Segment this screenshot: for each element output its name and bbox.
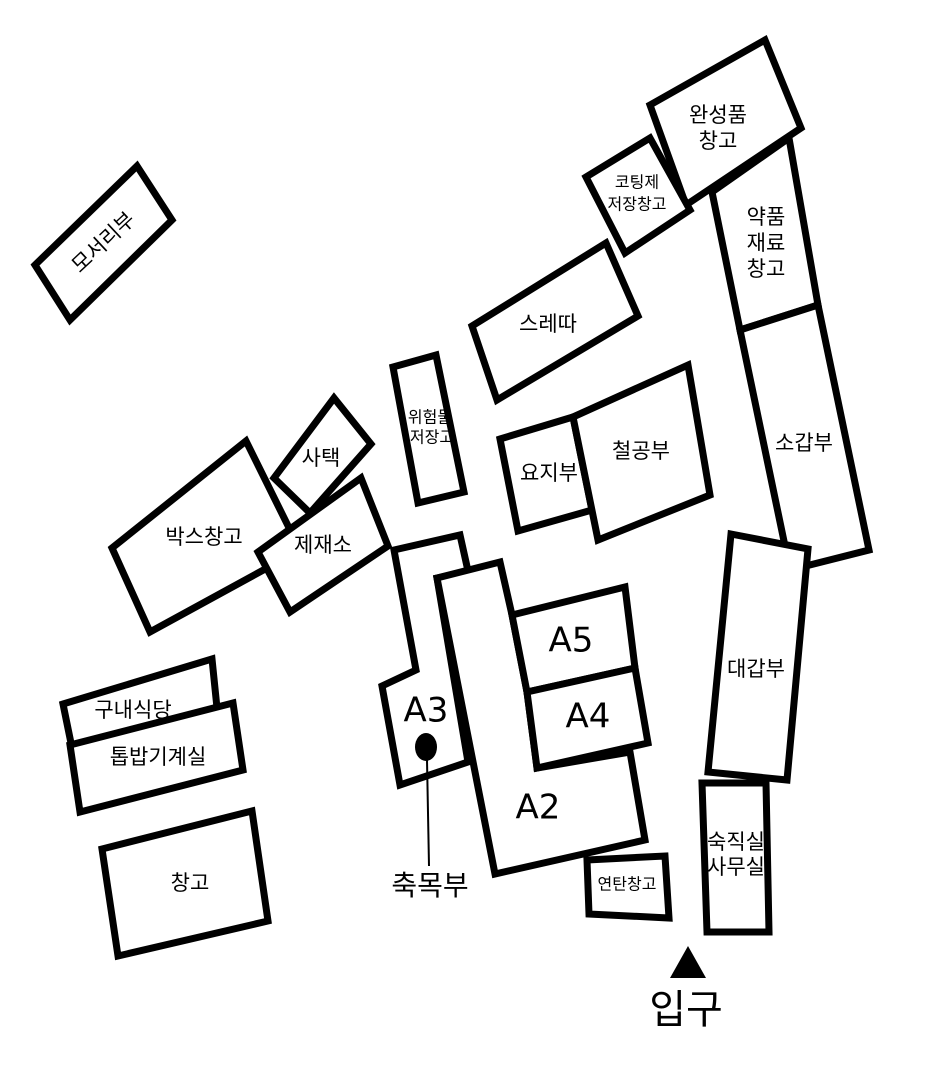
building-sawdust-machine-room: 톱밥기계실 — [66, 698, 247, 817]
building-a2-label: A2 — [516, 788, 561, 828]
building-a4-label: A4 — [566, 697, 611, 737]
chukmok-marker: 축목부 — [391, 733, 469, 902]
chukmok-dot-icon — [415, 733, 437, 761]
building-yoji: 요지부 — [495, 412, 597, 536]
building-sawdust-label: 톱밥기계실 — [110, 745, 207, 769]
building-box-storage: 박스창고 — [107, 435, 305, 637]
building-sogap-label: 소갑부 — [775, 431, 833, 455]
building-sredda-label: 스레따 — [519, 312, 577, 336]
chukmok-label: 축목부 — [391, 869, 468, 902]
building-yoji-label: 요지부 — [520, 461, 578, 485]
building-daegap-label: 대갑부 — [727, 657, 785, 681]
building-yakpum-label-3: 창고 — [747, 257, 786, 281]
building-ironworks-label: 철공부 — [612, 439, 670, 463]
building-satek: 사택 — [269, 392, 376, 519]
building-warehouse-label: 창고 — [171, 871, 210, 895]
building-yakpum-label-2: 재료 — [747, 231, 786, 255]
building-a5: A5 — [507, 582, 639, 697]
building-hazmat-label-2: 저장고 — [410, 428, 454, 447]
chukmok-leader-line — [426, 759, 430, 867]
building-hazmat-label-1: 위험물 — [408, 408, 452, 427]
building-a5-label: A5 — [549, 621, 594, 661]
building-daegap: 대갑부 — [704, 529, 812, 784]
building-wansungpum-label-2: 창고 — [699, 129, 738, 153]
building-yakpum-label-1: 약품 — [747, 205, 786, 229]
building-briquette-storage: 연탄창고 — [583, 852, 673, 922]
building-box-storage-label: 박스창고 — [165, 525, 242, 549]
building-hazmat-storage: 위험물 저장고 — [388, 350, 469, 508]
building-coating-storage: 코팅제 저장창고 — [581, 133, 695, 259]
building-a4: A4 — [523, 663, 653, 773]
building-mosuri: 모서리부 — [30, 160, 177, 326]
building-satek-label: 사택 — [302, 446, 341, 470]
building-a3: A3 — [378, 530, 473, 790]
building-sawmill-label: 제재소 — [294, 533, 352, 557]
building-sredda: 스레따 — [467, 237, 643, 406]
building-sogap: 소갑부 — [735, 300, 874, 575]
building-night-duty-office: 숙직실 사무실 — [698, 779, 773, 936]
building-night-duty-label-1: 숙직실 — [707, 830, 765, 854]
building-sawmill: 제재소 — [253, 472, 393, 618]
building-night-duty-label-2: 사무실 — [707, 855, 765, 879]
building-a3-label: A3 — [404, 691, 449, 731]
building-yakpum-storage: 약품 재료 창고 — [708, 131, 822, 335]
building-ironworks: 철공부 — [569, 359, 714, 545]
building-cafeteria-label: 구내식당 — [94, 698, 171, 722]
building-briquette-label: 연탄창고 — [598, 875, 657, 894]
entrance-label: 입구 — [649, 987, 723, 1033]
entrance-marker: 입구 — [649, 946, 723, 1033]
entrance-arrow-icon — [670, 946, 706, 978]
building-coating-label-2: 저장창고 — [608, 195, 667, 214]
building-coating-label-1: 코팅제 — [615, 173, 659, 192]
building-warehouse: 창고 — [98, 806, 272, 961]
building-wansungpum: 완성품 창고 — [645, 34, 806, 211]
building-wansungpum-label-1: 완성품 — [689, 103, 747, 127]
